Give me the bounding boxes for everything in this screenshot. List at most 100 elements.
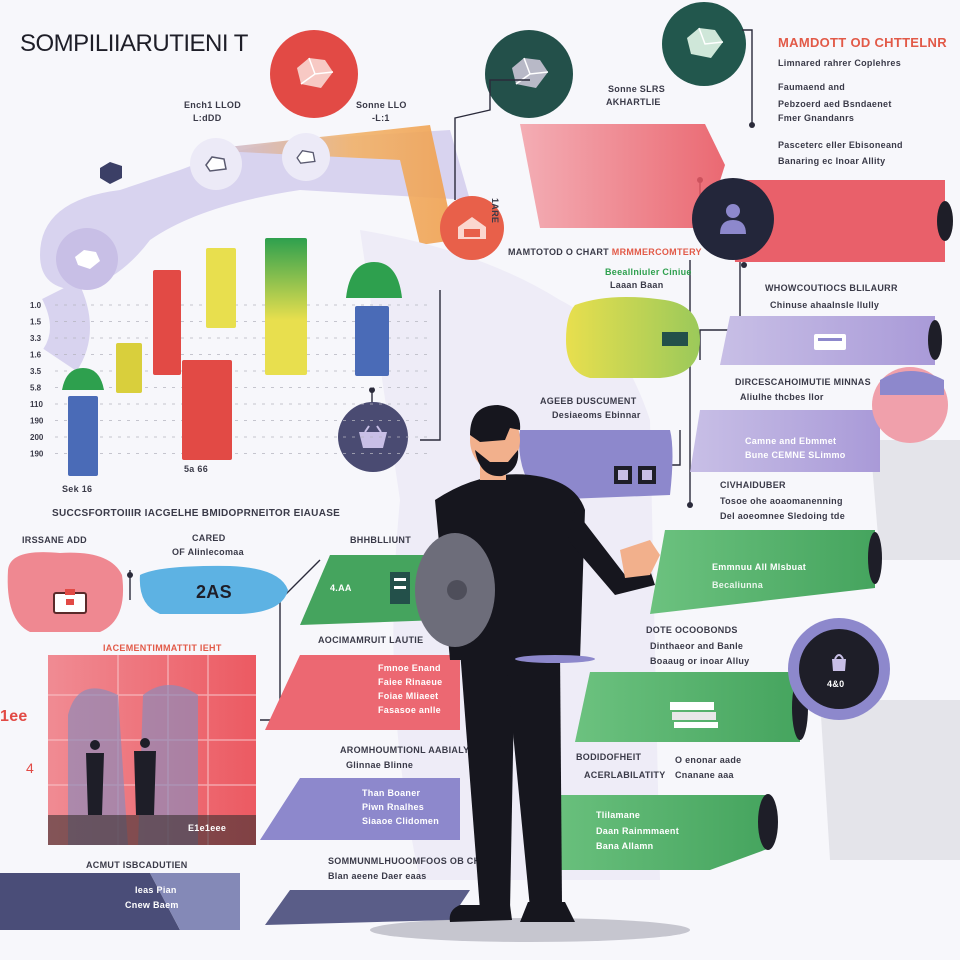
swoosh-circle-2	[282, 133, 330, 181]
mid-b-card-4: Fasasoe anlle	[378, 705, 441, 715]
mid-a-title: BHHBLLIUNT	[350, 535, 411, 545]
mid-b-card-1: Fmnoe Enand	[378, 663, 441, 673]
r4-sub1: Tosoe ohe aoaomanenning	[720, 496, 843, 506]
r2-title: DIRCESCAHOIMUTIE MINNAS	[735, 377, 871, 387]
green2-label-2: Daan Rainmmaent	[596, 826, 680, 836]
top-label-right-1: Sonne SLRS	[608, 84, 666, 94]
gem-icon	[75, 250, 100, 269]
top-label-mid-1: Sonne LLO	[356, 100, 407, 110]
green-mid-label: 4.AA	[330, 583, 352, 593]
gem-icon	[687, 27, 724, 58]
chart-cap	[346, 262, 402, 298]
orange-house-circle	[440, 196, 504, 260]
top-label-left-1: Ench1 LLOD	[184, 100, 242, 110]
chart-bar	[206, 248, 236, 328]
yellow-label-2: Laaan Baan	[610, 280, 664, 290]
mid-c-card-2: Piwn Rnalhes	[362, 802, 425, 812]
mid-d-title: SOMMUNMLHUOOMFOOS OB CHATT	[328, 856, 499, 866]
right-panel-line2: Faumaend and	[778, 82, 846, 92]
top-label-right-2: AKHARTLIE	[606, 97, 661, 107]
r1-sub: Chinuse ahaalnsle llully	[770, 300, 880, 310]
r1-title: WHOWCOUTIOCS BLILAURR	[765, 283, 898, 293]
photo-bottom-label: E1e1eee	[188, 823, 227, 833]
bottom-left-title: ACMUT ISBCADUTIEN	[86, 860, 188, 870]
r5-sub2: Boaaug or inoar Alluy	[650, 656, 750, 666]
card-icon	[812, 330, 848, 352]
yellow-label-1: Beeallniuler Ciniue	[605, 267, 692, 277]
r6-c: ACERLABILATITY	[584, 770, 666, 780]
bottom-left-line2: Cnew Baem	[125, 900, 179, 910]
swoosh-circle-1	[190, 138, 242, 190]
frame-icon	[612, 464, 660, 486]
photo-side-label: 1ee	[0, 708, 28, 725]
mid-b-card-2: Faiee Rinaeue	[378, 677, 443, 687]
house-icon	[458, 217, 486, 239]
chart-title-row: SUCCSFORTOIIIR IACGELHE BMIDOPRNEITOR EI…	[52, 508, 341, 519]
y-tick-label: 110	[30, 400, 43, 409]
r4-sub2: Del aoeomnee Sledoing tde	[720, 511, 846, 521]
mid-c-card-3: Siaaoe Clidomen	[362, 816, 440, 826]
top-teal-circle	[485, 30, 573, 118]
mid-c-sub: Glinnae Blinne	[346, 760, 414, 770]
green2-label-1: Tlilamane	[596, 810, 641, 820]
chart-bar	[182, 360, 232, 460]
photo-panel	[48, 655, 256, 845]
photo-title: IACEMENTIMMATTIT IEHT	[103, 643, 222, 653]
top-label-left-2: L:dDD	[193, 113, 222, 123]
y-tick-label: 1.6	[30, 351, 42, 360]
mid-b-card-3: Foiae Mliaeet	[378, 691, 439, 701]
gem-icon	[297, 57, 334, 88]
bottom-left-line1: Ieas Pian	[135, 885, 177, 895]
rock-icon	[96, 160, 126, 186]
chart-bar	[265, 238, 307, 375]
y-tick-label: 3.5	[30, 367, 42, 376]
page-title: SOMPILIIARUTIENI T	[20, 30, 248, 57]
y-tick-label: 1.0	[30, 301, 42, 310]
right-panel-line5: Pasceterc eller Ebisoneand	[778, 140, 903, 150]
chart-bar	[68, 396, 98, 476]
left-mid-label-3: OF Alinlecomaa	[172, 547, 244, 557]
y-tick-label: 1.5	[30, 318, 42, 327]
left-mid-label-1: IRSSANE ADD	[22, 535, 87, 545]
right-panel-line3: Pebzoerd aed Bsndaenet	[778, 99, 892, 109]
y-tick-label: 200	[30, 433, 44, 442]
rock-icon	[296, 150, 316, 164]
mid-b-title: AOCIMAMRUIT LAUTIE	[318, 635, 424, 645]
basket-icon	[359, 425, 387, 448]
cs-heading-red: MRMMERCOMTERY	[611, 247, 702, 257]
stack-icon	[668, 700, 720, 730]
chart-cap	[62, 368, 104, 390]
green1-label: Emmnuu All Mlsbuat	[712, 562, 807, 572]
toolbox-icon	[50, 585, 90, 617]
r4-title: CIVHAIDUBER	[720, 480, 786, 490]
top-right-teal-circle	[662, 2, 746, 86]
chart-bar	[355, 306, 389, 376]
left-mid-label-2: CARED	[192, 533, 226, 543]
mid-d-sub: Blan aeene Daer eaas	[328, 871, 427, 881]
rock-icon	[205, 156, 227, 172]
people-icon	[720, 204, 746, 234]
r6-d: Cnanane aaa	[675, 770, 734, 780]
r2-sub: Aliulhe thcbes llor	[740, 392, 824, 402]
right-panel-line1: Limnared rahrer Coplehres	[778, 58, 902, 68]
bag-icon	[832, 654, 846, 671]
top-red-circle	[270, 30, 358, 118]
r2-card-1: Camne and Ebmmet	[745, 436, 837, 446]
photo-side-num: 4	[26, 760, 35, 776]
r2-card-2: Bune CEMNE SLimmo	[745, 450, 846, 460]
people-circle	[692, 178, 774, 260]
swoosh-circle-3	[56, 228, 118, 290]
chart-mid-label: 5a 66	[184, 464, 209, 474]
bottom-right-circle: 4&0	[788, 618, 890, 720]
y-tick-label: 3.3	[30, 334, 42, 343]
mid-c-card-1: Than Boaner	[362, 788, 421, 798]
person-illustration	[370, 405, 690, 942]
r6-a: BODIDOFHEIT	[576, 752, 642, 762]
document-icon	[388, 570, 412, 606]
r5-title: DOTE OCOOBONDS	[646, 625, 738, 635]
pill-text: 2AS	[196, 582, 232, 602]
mid-c-title: AROMHOUMTIONL AABIALY	[340, 745, 470, 755]
r5-sub1: Dinthaeor and Banle	[650, 641, 744, 651]
